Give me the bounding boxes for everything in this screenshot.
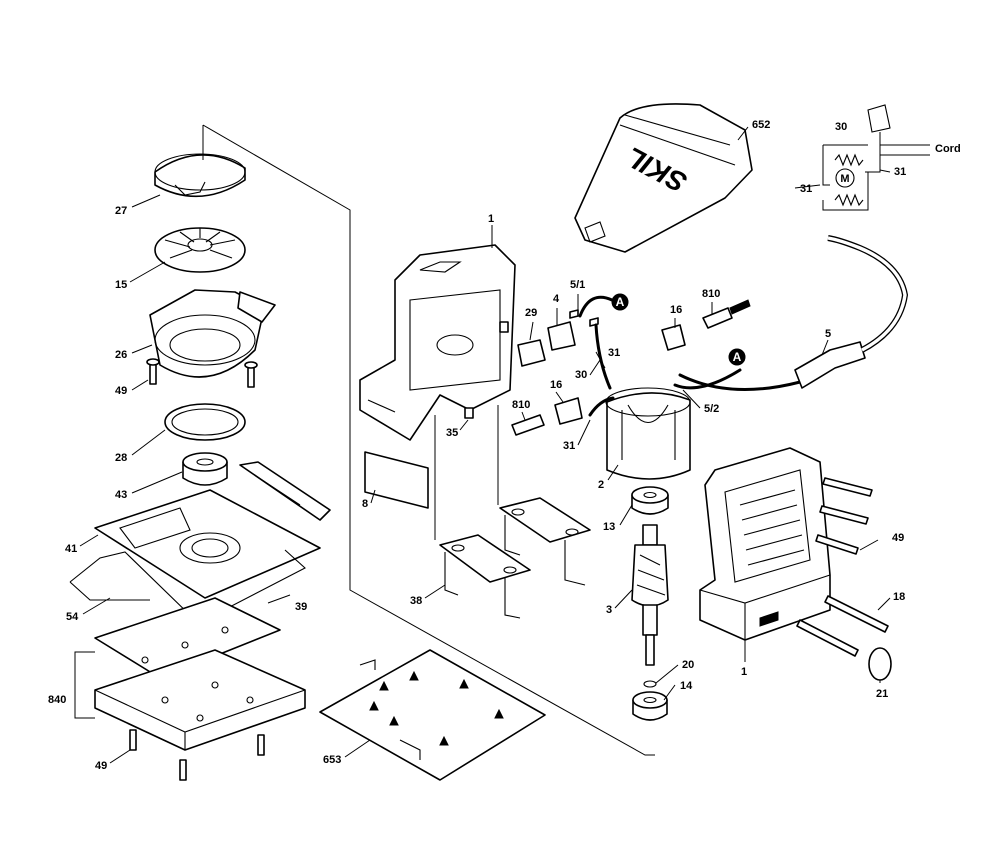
callout-5: 5 — [825, 328, 831, 340]
wire-5-2 — [678, 373, 802, 392]
cord-label: Cord — [935, 143, 961, 155]
callout-14: 14 — [680, 680, 693, 692]
callout-3: 3 — [606, 604, 612, 616]
pad-840 — [74, 597, 306, 751]
motor-symbol-label: M — [840, 173, 849, 185]
long-screws-18 — [796, 595, 889, 657]
housing-half-1-right — [699, 447, 831, 641]
wire-a-top — [578, 295, 614, 318]
callout-18: 18 — [893, 591, 905, 603]
callout-1-top: 1 — [488, 213, 494, 225]
callout-30-circuit: 30 — [835, 121, 847, 133]
callout-38: 38 — [410, 595, 422, 607]
fan-15 — [154, 227, 246, 273]
connector-label-top: A — [616, 295, 625, 309]
pin-upper — [499, 321, 509, 333]
callout-4: 4 — [553, 293, 560, 305]
callout-5-1: 5/1 — [570, 279, 585, 291]
connector-a-markers: A A — [611, 293, 746, 366]
callout-5-2: 5/2 — [704, 403, 719, 415]
base-plate-41 — [94, 489, 321, 599]
brush-holder-16-mid — [554, 397, 583, 425]
callout-49-top: 49 — [115, 385, 127, 397]
circuit-schematic: M Cord — [822, 104, 961, 211]
cap-21 — [868, 647, 892, 681]
punch-plate-653 — [319, 649, 546, 781]
motor-bracket-38 — [439, 497, 591, 619]
callout-653: 653 — [323, 754, 341, 766]
callout-27: 27 — [115, 205, 127, 217]
callout-28: 28 — [115, 452, 127, 464]
callout-labels: 27 15 26 49 28 43 41 54 39 840 49 653 1 … — [48, 119, 906, 772]
terminals-5-1 — [569, 309, 599, 327]
callout-31-left: 31 — [608, 347, 620, 359]
callout-16-top: 16 — [670, 304, 682, 316]
callout-21: 21 — [876, 688, 888, 700]
washer-20 — [643, 680, 657, 688]
bearing-14 — [632, 691, 668, 721]
callout-15: 15 — [115, 279, 127, 291]
screws-49-right — [815, 477, 873, 555]
connector-label-bottom: A — [733, 350, 742, 364]
callout-35: 35 — [446, 427, 458, 439]
housing-half-1 — [359, 244, 516, 441]
leader-lines — [79, 126, 891, 764]
callout-41: 41 — [65, 543, 77, 555]
power-cord-5 — [794, 235, 909, 389]
dust-cover-27 — [154, 153, 246, 198]
callout-31-circuit-right: 31 — [894, 166, 906, 178]
label-plate-8 — [364, 451, 429, 509]
brush-holder-16-top — [661, 324, 686, 351]
bearing-13 — [631, 486, 669, 515]
seal-ring-28 — [164, 403, 246, 441]
callout-2: 2 — [598, 479, 604, 491]
callout-20: 20 — [682, 659, 694, 671]
wire-30 — [594, 323, 612, 390]
callout-652: 652 — [752, 119, 770, 131]
callout-39: 39 — [295, 601, 307, 613]
pin-35 — [464, 407, 474, 419]
callout-810-mid: 810 — [512, 399, 530, 411]
armature-3 — [631, 524, 669, 666]
switch-4 — [547, 321, 576, 351]
callout-49-bottom: 49 — [95, 760, 107, 772]
brush-810-top — [702, 307, 733, 329]
bearing-43 — [182, 452, 228, 486]
fan-housing-26 — [149, 289, 276, 378]
brush-810-mid — [511, 414, 545, 436]
wire-a-bottom — [673, 368, 742, 390]
callout-31-bottom: 31 — [563, 440, 575, 452]
switch-cap-29 — [517, 339, 546, 367]
callout-1-right: 1 — [741, 666, 747, 678]
callout-840: 840 — [48, 694, 66, 706]
callout-810-top: 810 — [702, 288, 720, 300]
bracket-guide-lines — [434, 405, 499, 540]
callout-13: 13 — [603, 521, 615, 533]
stator-field-2 — [605, 387, 691, 480]
callout-31-circuit-left: 31 — [800, 183, 812, 195]
callout-8: 8 — [362, 498, 368, 510]
callout-43: 43 — [115, 489, 127, 501]
callout-30-mid: 30 — [575, 369, 587, 381]
callout-26: 26 — [115, 349, 127, 361]
callout-54: 54 — [66, 611, 79, 623]
cover-652: SKIL — [574, 103, 753, 253]
assembly-guide-line — [202, 124, 655, 756]
screws-49-left — [146, 358, 258, 388]
callout-29: 29 — [525, 307, 537, 319]
callout-16-mid: 16 — [550, 379, 562, 391]
wire-31-bottom — [588, 396, 615, 417]
callout-49-right: 49 — [892, 532, 904, 544]
clamp-lever-39 — [239, 461, 331, 521]
screws-49-bottom — [129, 729, 265, 781]
